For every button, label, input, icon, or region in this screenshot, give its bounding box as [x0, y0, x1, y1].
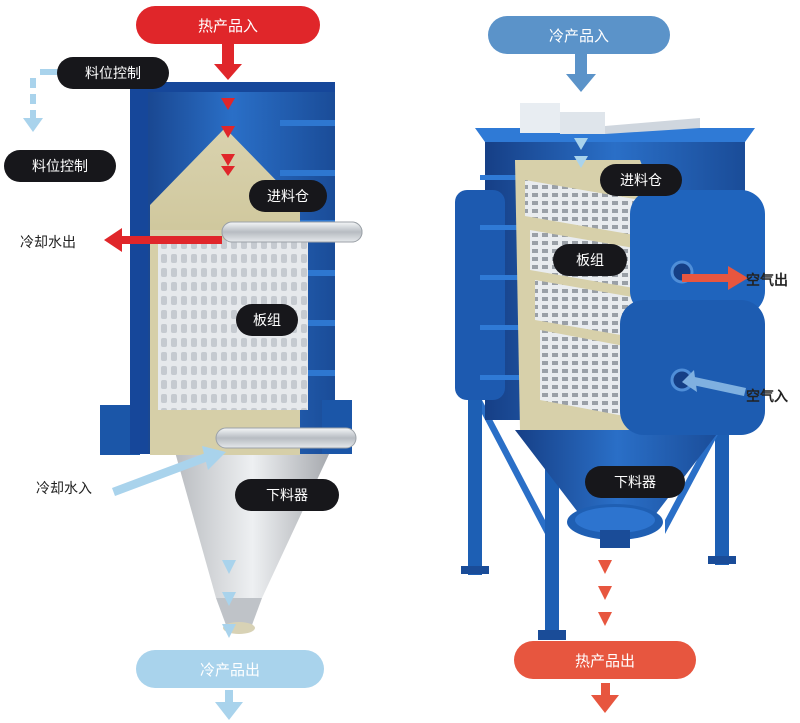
- right-hopper-label: 进料仓: [600, 164, 682, 196]
- right-hot-product-out-label: 热产品出: [514, 641, 696, 679]
- right-cooler: [455, 103, 765, 640]
- left-hopper-label: 进料仓: [249, 180, 327, 212]
- right-flow-arrows: [566, 54, 748, 713]
- left-level-control-top-label: 料位控制: [57, 57, 169, 89]
- right-plate-pack-label: 板组: [553, 244, 627, 276]
- right-air-inlet-box: [620, 300, 765, 435]
- left-discharger-label: 下料器: [235, 479, 339, 511]
- right-air-outlet-box: [630, 190, 765, 315]
- left-cooler: [100, 82, 363, 634]
- left-level-control-side-label: 料位控制: [4, 150, 116, 182]
- left-cooling-water-in-label: 冷却水入: [36, 481, 92, 497]
- left-cone: [175, 452, 330, 598]
- left-cold-product-out-label: 冷产品出: [136, 650, 324, 688]
- left-hot-product-in-label: 热产品入: [136, 6, 320, 44]
- right-air-in-label: 空气入: [746, 389, 788, 405]
- left-product-pile: [150, 128, 300, 240]
- left-flow-arrows: [23, 40, 243, 720]
- left-bottom-header-pipe: [215, 427, 357, 449]
- right-cold-product-in-label: 冷产品入: [488, 16, 670, 54]
- right-discharger-label: 下料器: [585, 466, 685, 498]
- left-plate-pack-label: 板组: [236, 304, 298, 336]
- left-cooling-water-out-label: 冷却水出: [20, 235, 76, 251]
- right-air-out-label: 空气出: [746, 273, 788, 289]
